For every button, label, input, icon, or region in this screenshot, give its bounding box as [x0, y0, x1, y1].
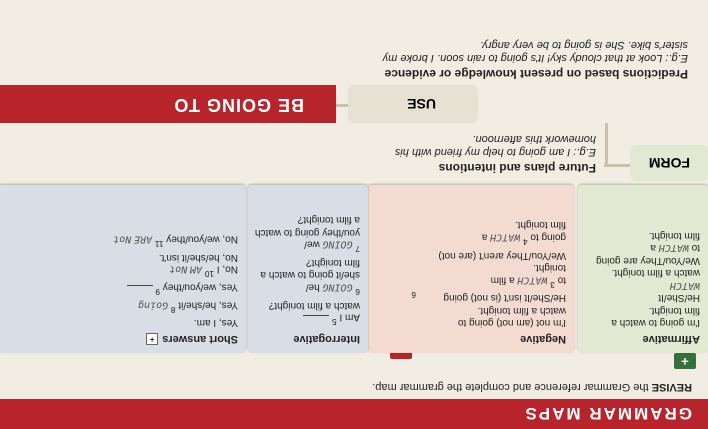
- short-handwritten-not-2: Not: [113, 233, 132, 245]
- int-line-5: film tonight?: [306, 256, 360, 268]
- future-plans-example: E.g.: I am going to help my friend with …: [394, 133, 596, 158]
- int-line-8: a film tonight?: [297, 214, 360, 226]
- int-handwritten-going-2: GOING: [322, 239, 353, 251]
- neg-line-1: I'm not (am not) going to: [457, 317, 566, 329]
- negative-panel: Negative I'm not (am not) going to watch…: [368, 185, 574, 353]
- int-line-4: she/it going to watch a: [260, 269, 360, 281]
- aff-line-1: I'm going to watch a: [611, 317, 700, 329]
- neg-line-2: watch a film tonight.: [477, 305, 566, 316]
- neg-num-4: 4: [522, 237, 528, 248]
- aff-line-3: He/She/It: [658, 292, 700, 304]
- int-blank-5: [303, 315, 330, 327]
- aff-line-4: WATCH: [669, 280, 700, 291]
- int-num-7: 7: [355, 244, 360, 255]
- short-num-11: 11: [154, 239, 164, 250]
- neg-line-last: film tonight.: [514, 219, 566, 231]
- short-yes-he: Yes, he/she/it: [178, 299, 238, 311]
- neg-to: to: [557, 274, 566, 286]
- neg-going-to: going to: [530, 231, 566, 243]
- connector-use: [336, 104, 348, 107]
- short-num-10: 10: [204, 269, 215, 280]
- short-handwritten-am: AM: [190, 264, 203, 276]
- neg-num-6: 6: [411, 290, 416, 300]
- title-banner: GRAMMAR MAPS: [0, 399, 708, 429]
- short-blank-9: [126, 284, 153, 296]
- int-am-i: Am I: [339, 312, 360, 324]
- future-plans-title: Future plans and intentions: [438, 161, 596, 175]
- predictions-title: Predictions based on present knowledge o…: [384, 67, 688, 81]
- instruction-text: REVISE the Grammar reference and complet…: [372, 381, 692, 393]
- be-going-to-box: BE GOING TO: [0, 85, 336, 123]
- connector-vertical: [605, 123, 608, 167]
- affirmative-panel: Affirmative I'm going to watch a film to…: [578, 185, 708, 353]
- short-line-5: No, he/she/it isn't.: [158, 251, 238, 263]
- short-num-9: 9: [155, 287, 160, 298]
- aff-line-10: film tonight.: [648, 230, 700, 241]
- neg-a: a: [481, 231, 488, 243]
- aff-line-5: watch a film tonight.: [611, 267, 700, 279]
- neg-num-3: 3: [550, 280, 555, 290]
- int-line-7: you/they going to watch: [254, 226, 360, 238]
- neg-line-tonight: tonight.: [533, 262, 566, 274]
- short-title: Short answers: [162, 333, 238, 345]
- int-handwritten-going-1: GOING: [322, 281, 353, 293]
- affirmative-title: Affirmative: [642, 333, 700, 345]
- int-we: we/: [304, 239, 320, 251]
- instruction-rest: the Grammar reference and complete the g…: [372, 381, 652, 393]
- interrogative-panel: Interrogative Am I 5 watch a film tonigh…: [248, 185, 368, 353]
- aff-line-6: We/You/They are going: [596, 255, 700, 266]
- short-handwritten-are: ARE: [134, 233, 153, 245]
- aff-handwritten-watch: WATCH: [658, 242, 689, 254]
- short-no-i: No, I: [216, 264, 238, 276]
- short-handwritten-not-1: Not: [169, 264, 188, 276]
- aff-line-2: film tonight.: [648, 305, 700, 316]
- plus-icon: +: [674, 353, 696, 369]
- neg-line-3: He/She/It isn't (is not) going: [443, 292, 566, 304]
- int-he: he/: [305, 281, 320, 293]
- int-line-2: watch a film tonight?: [268, 299, 360, 311]
- neg-a-film: a film: [490, 274, 515, 286]
- neg-line-we: We/You/They aren't (are not): [438, 249, 566, 261]
- instruction-bold: REVISE: [651, 381, 692, 393]
- negative-title: Negative: [520, 333, 566, 345]
- predictions-example: E.g.: Look at that cloudy sky! It's goin…: [382, 39, 688, 64]
- neg-handwritten-watch-2: WATCH: [490, 231, 521, 243]
- main-label: BE GOING TO: [173, 95, 304, 115]
- short-num-8: 8: [170, 305, 176, 315]
- banner-title: GRAMMAR MAPS: [523, 404, 693, 423]
- predictions-block: Predictions based on present knowledge o…: [358, 38, 688, 81]
- short-yes-we: Yes, we/you/they: [162, 281, 238, 293]
- short-line-1: Yes, I am.: [193, 317, 238, 329]
- form-label: FORM: [648, 155, 690, 171]
- aff-a: a: [650, 242, 656, 254]
- aff-to: to: [691, 242, 700, 254]
- short-answers-panel: Short answers+ Yes, I am. Yes, he/she/it…: [0, 185, 246, 353]
- neg-handwritten-watch-1: WATCH: [517, 274, 548, 286]
- interrogative-title: Interrogative: [293, 333, 360, 345]
- use-label: USE: [407, 96, 436, 112]
- int-num-5: 5: [332, 317, 337, 328]
- short-no-we: No, we/you/they: [166, 233, 238, 245]
- info-icon[interactable]: +: [146, 332, 159, 345]
- int-num-6: 6: [355, 287, 360, 298]
- form-box: FORM: [630, 145, 708, 181]
- future-plans-block: Future plans and intentions E.g.: I am g…: [376, 132, 596, 175]
- use-box: USE: [348, 85, 478, 123]
- short-handwritten-going: Going: [138, 299, 169, 311]
